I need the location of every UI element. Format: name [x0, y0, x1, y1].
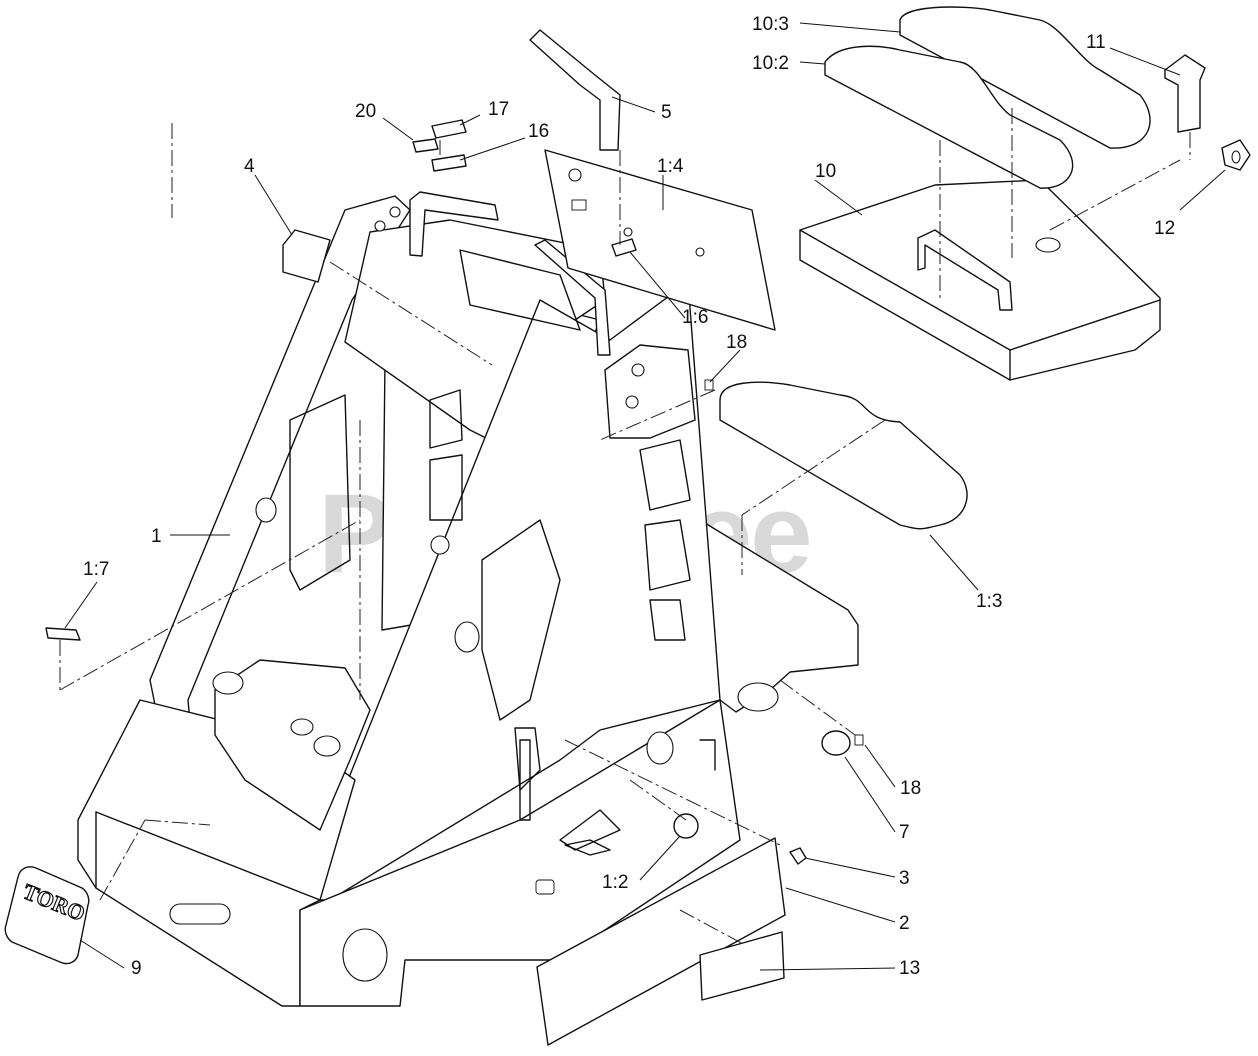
callout-9[interactable]: 9: [131, 958, 142, 979]
plug-7: [821, 730, 851, 756]
callout-1-3[interactable]: 1:3: [976, 591, 1002, 612]
callout-7[interactable]: 7: [899, 822, 910, 843]
callout-3[interactable]: 3: [899, 868, 910, 889]
callout-10-3[interactable]: 10:3: [752, 14, 789, 35]
callout-10-2[interactable]: 10:2: [752, 53, 789, 74]
frame-fuel-deck: [214, 659, 371, 831]
callout-1-2[interactable]: 1:2: [602, 872, 628, 893]
toro-logo-plate-9: [4, 866, 90, 965]
decal-sheet-1-4: [544, 149, 776, 331]
pad-10-3: [899, 6, 1151, 149]
decal-4: [282, 229, 331, 283]
decal-1-7: [45, 627, 81, 641]
assembly-lines: [59, 108, 1191, 946]
platform-10: [799, 179, 1161, 381]
callout-1[interactable]: 1: [151, 526, 162, 547]
callout-20[interactable]: 20: [355, 101, 376, 122]
decal-1-6: [611, 238, 637, 257]
cover-plate-2: [536, 837, 786, 1046]
pad-10-2: [824, 45, 1074, 189]
plug-1-2: [673, 813, 699, 839]
frame-right-bracket: [604, 344, 696, 439]
decal-20: [412, 138, 439, 153]
decal-16: [431, 154, 467, 172]
callout-4[interactable]: 4: [244, 156, 255, 177]
callout-16[interactable]: 16: [528, 121, 549, 142]
callout-18-upper[interactable]: 18: [726, 332, 747, 353]
callout-18-lower[interactable]: 18: [900, 778, 921, 799]
frame-handle-left: [409, 191, 499, 257]
callout-17[interactable]: 17: [488, 99, 509, 120]
frame-assembly: [77, 195, 859, 1007]
pin-11: [1164, 54, 1206, 133]
screw-3: [789, 847, 807, 865]
decal-18-upper: [704, 379, 714, 391]
callout-11[interactable]: 11: [1086, 32, 1106, 53]
handle-bar-5: [529, 29, 621, 151]
callout-1-7[interactable]: 1:7: [83, 559, 109, 580]
decal-18-lower: [854, 734, 864, 746]
decal-17: [431, 119, 467, 139]
callout-13[interactable]: 13: [899, 958, 920, 979]
leader-lines: [64, 22, 1226, 971]
decal-13: [699, 931, 785, 1001]
callout-1-6[interactable]: 1:6: [682, 307, 708, 328]
foot-pad-1-3: [719, 381, 968, 530]
callout-12[interactable]: 12: [1154, 218, 1175, 239]
callout-1-4[interactable]: 1:4: [657, 156, 684, 177]
callout-10[interactable]: 10: [815, 161, 836, 182]
callout-labels: 10:3 10:2 11 5 20 17 16 4 1:4 10 12 1:6 …: [83, 14, 1175, 979]
callout-2[interactable]: 2: [899, 913, 910, 934]
callout-5[interactable]: 5: [661, 102, 672, 123]
